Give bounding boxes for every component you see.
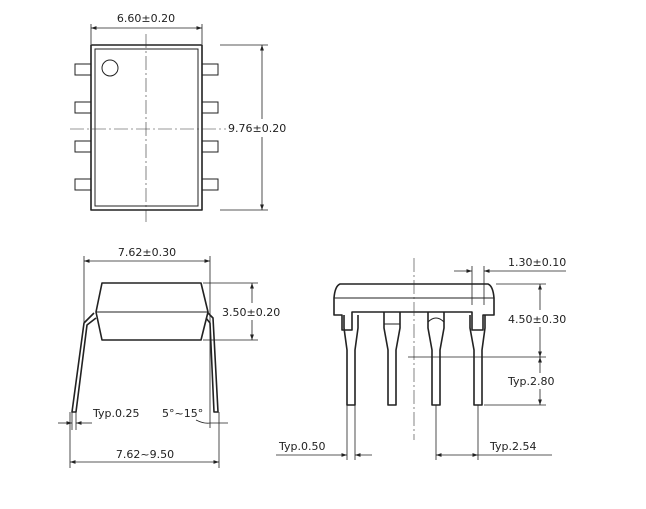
pin	[201, 101, 219, 114]
front-view-lead	[427, 312, 445, 406]
lead-shoulder-arc	[427, 317, 445, 323]
lead-span-label: 7.62~9.50	[116, 448, 174, 461]
pitch-label: Typ.2.54	[489, 440, 537, 453]
pin	[201, 63, 219, 76]
top-view-body-outline	[90, 44, 203, 211]
row-spacing-label: 7.62±0.30	[118, 246, 176, 259]
top-view-body-inner	[94, 48, 199, 207]
front-view-lead	[383, 312, 401, 406]
lead-width-label: Typ.0.50	[278, 440, 326, 453]
seating-height-label: 4.50±0.30	[508, 313, 566, 326]
lead-shoulder	[383, 311, 401, 325]
body-height-label: 3.50±0.20	[222, 306, 280, 319]
shoulder-width-label: 1.30±0.10	[508, 256, 566, 269]
lead-length-label: Typ.2.80	[507, 375, 555, 388]
pin	[201, 178, 219, 191]
pin	[74, 101, 92, 114]
lead-angle-label: 5°~15°	[162, 407, 203, 420]
pin	[74, 140, 92, 153]
top-view-left-pins	[74, 63, 92, 191]
side-view: 7.62±0.30 3.50±0.20 Typ.0.25 5°~15° 7.62…	[58, 246, 280, 468]
side-view-left-lead	[71, 312, 97, 413]
pin	[74, 178, 92, 191]
front-view-lead	[343, 315, 359, 406]
angle-arc	[195, 419, 211, 424]
top-width-label: 6.60±0.20	[117, 12, 175, 25]
top-view: 6.60±0.20 9.76±0.20	[70, 12, 286, 222]
pin	[201, 140, 219, 153]
top-length-label: 9.76±0.20	[228, 122, 286, 135]
pin	[74, 63, 92, 76]
pin1-marker-icon	[101, 59, 119, 77]
front-view-body	[333, 283, 495, 331]
top-view-right-pins	[201, 63, 219, 191]
front-view: 1.30±0.10 4.50±0.30 Typ.2.80 Typ.0.50 Ty…	[276, 256, 566, 460]
side-view-right-lead	[205, 312, 219, 413]
lead-thickness-label: Typ.0.25	[92, 407, 140, 420]
